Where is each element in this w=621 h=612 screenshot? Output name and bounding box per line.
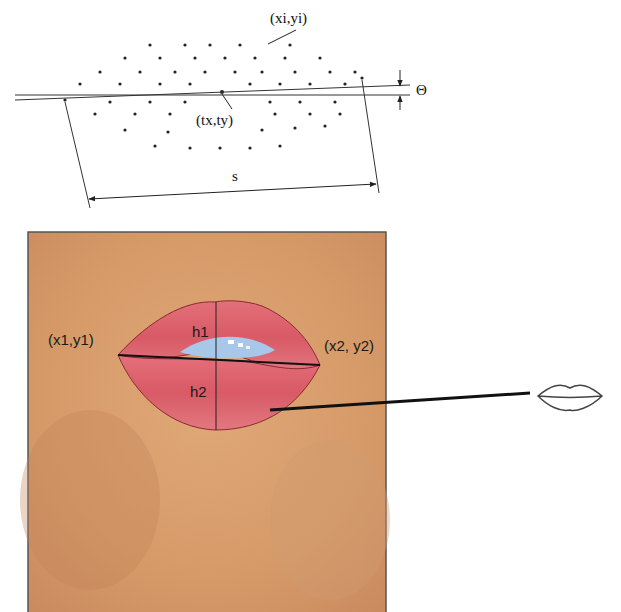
corner-label: (x2, y2) [324, 338, 374, 355]
point-label: (xi,yi) [270, 10, 307, 27]
center-label: (tx,ty) [196, 112, 233, 129]
lip-icon [538, 385, 602, 410]
corner-label: (x1,y1) [48, 332, 94, 349]
angle-label: Θ [416, 82, 427, 99]
leader-line [268, 30, 296, 44]
height-label: h1 [192, 324, 209, 341]
extension-line [65, 102, 90, 208]
lip-photo [20, 232, 390, 612]
angle-arrow [400, 70, 401, 86]
height-label: h2 [190, 384, 207, 401]
dimension-line [89, 184, 376, 199]
axis-line [15, 95, 410, 96]
leader-line [270, 393, 530, 410]
extension-line [362, 80, 379, 193]
leader-line [222, 94, 232, 109]
axis-line [15, 85, 410, 100]
angle-arrow [400, 96, 401, 110]
size-label: s [232, 168, 238, 185]
